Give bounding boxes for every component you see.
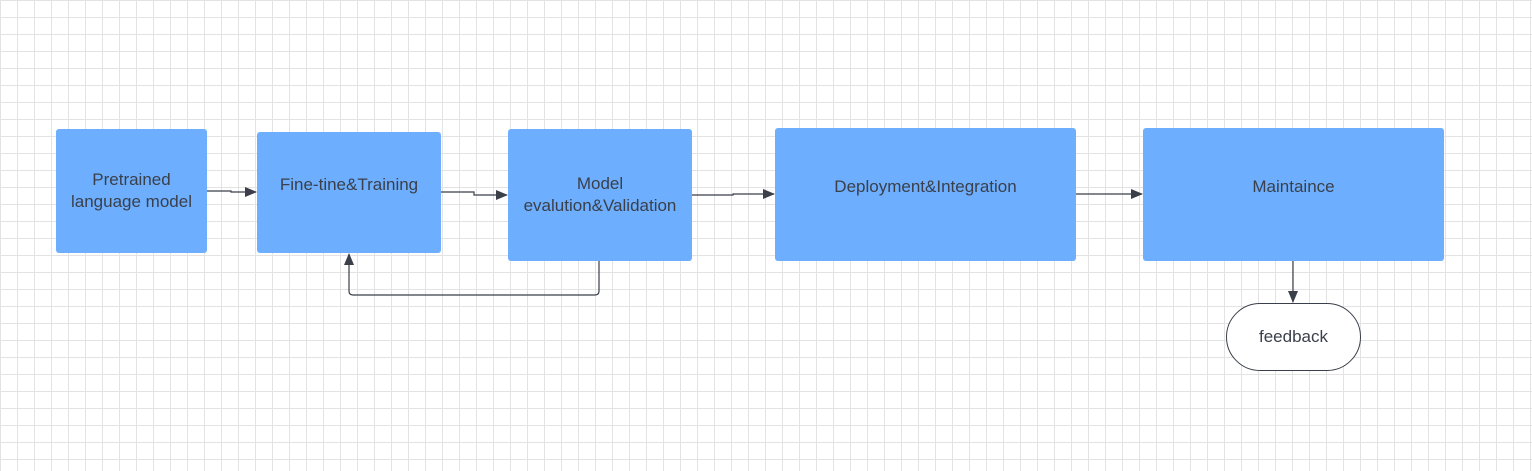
edge-finetune-to-evaluation <box>441 190 508 200</box>
node-maintenance[interactable]: Maintaince <box>1143 128 1444 261</box>
node-label: Maintaince <box>1252 176 1335 196</box>
node-label: Pretrained language model <box>71 170 192 211</box>
edge-pretrained-to-finetune <box>207 187 257 197</box>
edge-evaluation-to-finetune-loop <box>344 253 600 296</box>
node-label: Fine-tine&Training <box>279 174 419 194</box>
node-pretrained-language-model[interactable]: Pretrained language model <box>56 129 207 253</box>
node-label: Model evalution&Validation <box>523 174 677 215</box>
edge-evaluation-to-deployment <box>692 189 775 199</box>
node-label: Deployment&Integration <box>834 176 1017 196</box>
node-model-evaluation-validation[interactable]: Model evalution&Validation <box>508 129 692 261</box>
node-fine-tune-training[interactable]: Fine-tine&Training <box>257 132 441 253</box>
node-feedback[interactable]: feedback <box>1226 303 1361 371</box>
node-label: feedback <box>1259 327 1328 346</box>
node-deployment-integration[interactable]: Deployment&Integration <box>775 128 1076 261</box>
